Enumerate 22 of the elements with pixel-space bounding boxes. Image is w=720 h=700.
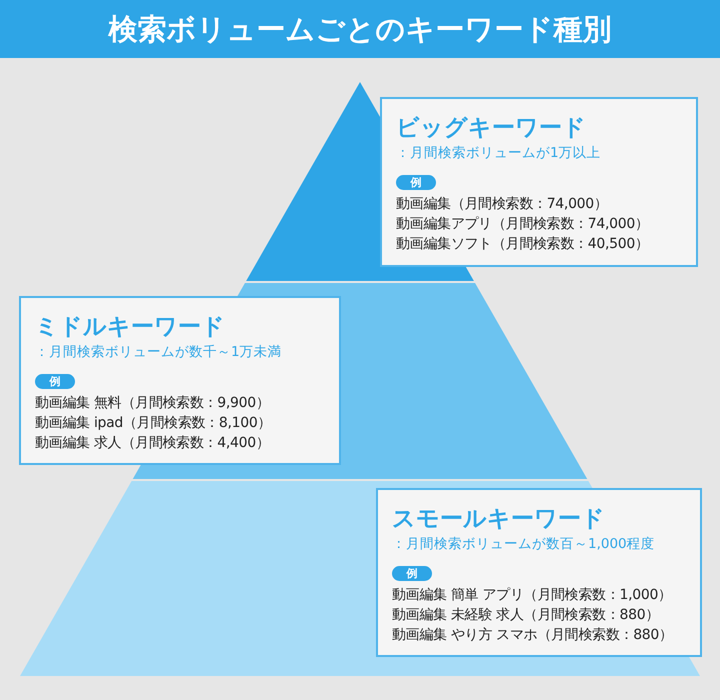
example-keyword: 動画編集 ipad（月間検索数：8,100） xyxy=(35,414,272,433)
example-keyword: 動画編集ソフト（月間検索数：40,500） xyxy=(396,235,649,254)
example-keyword: 動画編集 簡単 アプリ（月間検索数：1,000） xyxy=(392,586,672,605)
example-keyword: 動画編集 やり方 スマホ（月間検索数：880） xyxy=(392,626,673,645)
card-heading: ミドルキーワード xyxy=(35,313,225,342)
example-badge: 例 xyxy=(396,175,436,190)
keyword-card xyxy=(376,488,702,657)
example-keyword: 動画編集 無料（月間検索数：9,900） xyxy=(35,394,270,413)
example-keyword: 動画編集アプリ（月間検索数：74,000） xyxy=(396,215,649,234)
card-heading: ビッグキーワード xyxy=(396,114,586,143)
keyword-card xyxy=(19,296,341,465)
example-keyword: 動画編集（月間検索数：74,000） xyxy=(396,195,608,214)
example-keyword: 動画編集 未経験 求人（月間検索数：880） xyxy=(392,606,660,625)
volume-description: ：月間検索ボリュームが数千～1万未満 xyxy=(35,343,282,362)
card-heading: スモールキーワード xyxy=(392,505,605,534)
example-badge: 例 xyxy=(392,566,432,581)
volume-description: ：月間検索ボリュームが数百～1,000程度 xyxy=(392,535,655,554)
volume-description: ：月間検索ボリュームが1万以上 xyxy=(396,144,601,163)
example-badge: 例 xyxy=(35,374,75,389)
keyword-card xyxy=(380,97,698,267)
example-keyword: 動画編集 求人（月間検索数：4,400） xyxy=(35,434,270,453)
title-banner: 検索ボリュームごとのキーワード種別 xyxy=(0,0,720,58)
